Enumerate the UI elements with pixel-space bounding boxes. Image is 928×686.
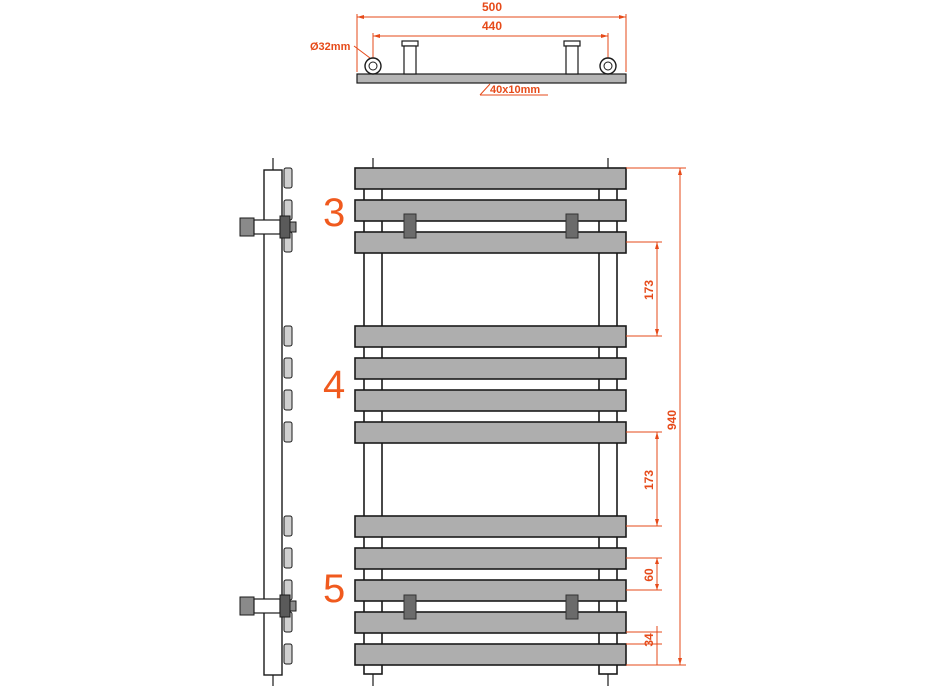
mount-clip bbox=[403, 594, 417, 620]
bracket-left bbox=[401, 40, 419, 75]
heating-bar bbox=[354, 515, 627, 538]
dim-gap-upper: 173 bbox=[642, 280, 656, 300]
mount-clip bbox=[565, 594, 579, 620]
heating-bar bbox=[354, 325, 627, 348]
heating-bar bbox=[354, 611, 627, 634]
side-rail bbox=[263, 169, 283, 676]
heating-bar bbox=[354, 199, 627, 222]
top-back-plate bbox=[356, 73, 627, 84]
heating-bar bbox=[354, 579, 627, 602]
right-dimensions: 940 173 173 60 34 bbox=[626, 167, 686, 666]
top-view: 500 440 Ø32mm 40x10mm bbox=[310, 0, 627, 96]
dim-bar-pitch: 60 bbox=[642, 568, 656, 582]
dim-pipe-spacing: 440 bbox=[482, 19, 502, 33]
wall-mount-upper bbox=[239, 215, 297, 239]
bracket-right bbox=[563, 40, 581, 75]
heating-bar bbox=[354, 167, 627, 190]
heating-bar bbox=[354, 547, 627, 570]
dim-pipe-diameter: Ø32mm bbox=[310, 41, 351, 53]
section-label-3: 3 bbox=[323, 191, 345, 235]
dim-bar-height: 34 bbox=[642, 633, 656, 647]
section-label-4: 4 bbox=[323, 363, 345, 407]
heating-bar bbox=[354, 357, 627, 380]
heating-bar bbox=[354, 421, 627, 444]
front-view bbox=[354, 158, 627, 686]
wall-mount-lower bbox=[239, 594, 297, 618]
side-view bbox=[239, 158, 297, 686]
dim-gap-lower: 173 bbox=[642, 470, 656, 490]
heating-bar bbox=[354, 389, 627, 412]
mount-clip bbox=[403, 213, 417, 239]
dim-total-height: 940 bbox=[665, 410, 679, 430]
dim-bar-profile: 40x10mm bbox=[490, 84, 540, 96]
dim-overall-width: 500 bbox=[482, 0, 502, 14]
section-label-5: 5 bbox=[323, 567, 345, 611]
heating-bar bbox=[354, 231, 627, 254]
mount-clip bbox=[565, 213, 579, 239]
heating-bar bbox=[354, 643, 627, 666]
